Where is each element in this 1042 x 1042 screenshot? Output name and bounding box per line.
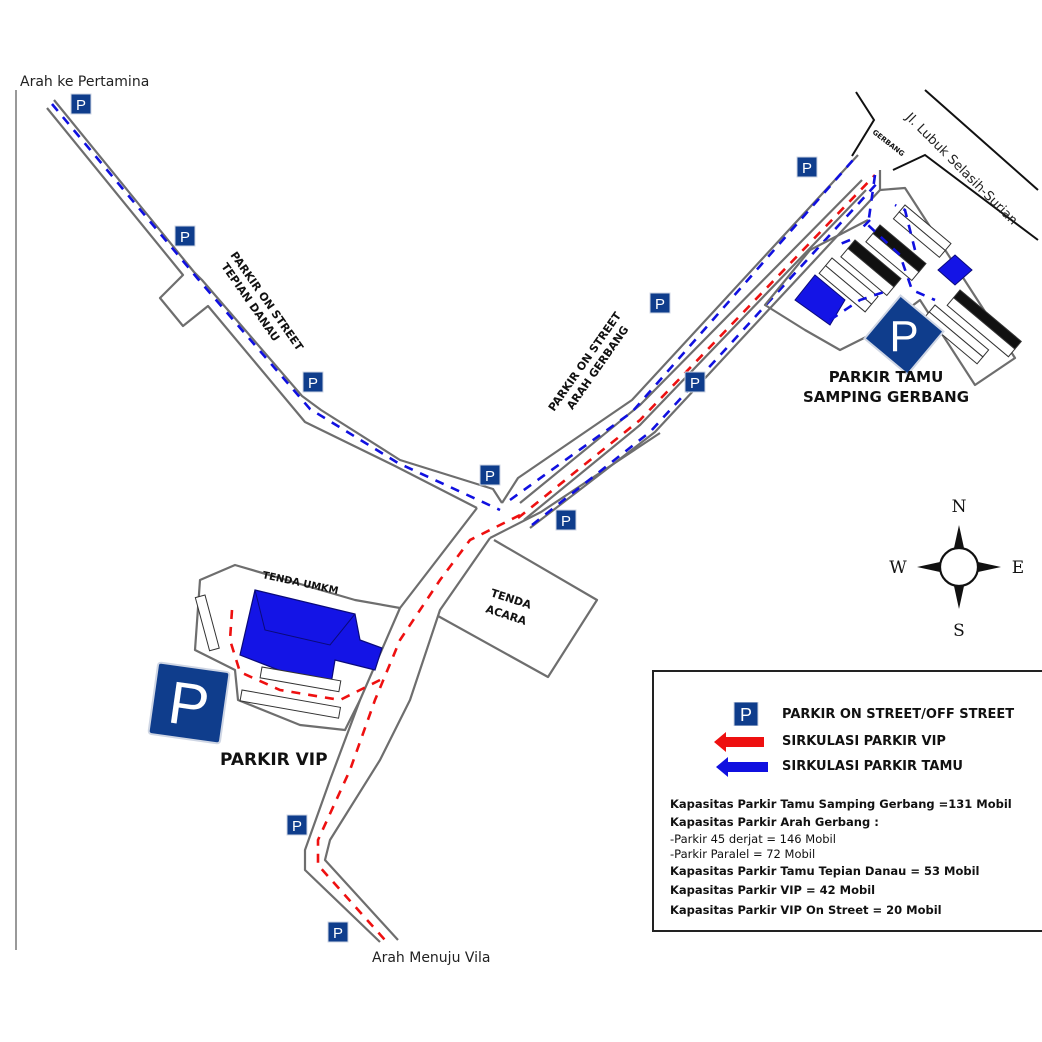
capacity-line: -Parkir 45 derjat = 146 Mobil	[670, 832, 836, 846]
compass-north: N	[952, 497, 967, 517]
svg-text:P: P	[655, 296, 665, 313]
building-icon	[794, 274, 846, 326]
onstreet-gate-label: PARKIR ON STREET ARAH GERBANG	[546, 309, 632, 413]
parking-sign-icon: P	[796, 156, 818, 178]
svg-text:PARKIR ON STREET: PARKIR ON STREET	[546, 309, 624, 413]
vip-parking-label: PARKIR VIP	[220, 750, 328, 770]
capacity-line: Kapasitas Parkir Tamu Tepian Danau = 53 …	[670, 864, 980, 878]
svg-text:P: P	[76, 97, 86, 114]
guest-route-gate-inner	[531, 179, 881, 527]
blue-arrow-icon	[716, 757, 768, 777]
vip-route-main	[316, 513, 521, 941]
parking-sign-icon: P	[302, 371, 324, 393]
road-tepian-danau	[46, 99, 503, 512]
parking-sign-icon: P	[174, 225, 196, 247]
compass-east: E	[1012, 558, 1024, 578]
legend-box: P PARKIR ON STREET/OFF STREET SIRKULASI …	[652, 670, 1042, 932]
svg-text:P: P	[889, 312, 918, 361]
vip-route-gate	[517, 174, 876, 520]
vip-stalls	[194, 594, 342, 719]
parking-sign-icon: P	[70, 93, 92, 115]
capacity-line: Kapasitas Parkir VIP = 42 Mobil	[670, 883, 876, 897]
umkm-tent-label: TENDA UMKM	[261, 570, 339, 597]
svg-text:P: P	[333, 925, 343, 942]
building-icon	[937, 254, 973, 286]
guest-parking-sign-icon: P	[863, 294, 945, 376]
svg-text:P: P	[485, 468, 495, 485]
svg-text:P: P	[740, 705, 752, 725]
onstreet-lake-label: PARKIR ON STREET TEPIAN DANAU	[218, 249, 306, 353]
parking-stalls	[818, 204, 1022, 365]
vip-parking-area: TENDA UMKM P PARKIR VIP	[147, 563, 401, 770]
legend-label: SIRKULASI PARKIR TAMU	[782, 759, 963, 774]
guest-parking-lot: P PARKIR TAMU SAMPING GERBANG	[763, 174, 1022, 406]
parking-sign-icon: P	[649, 292, 671, 314]
parking-sign-icon: P	[733, 702, 759, 726]
compass-west: W	[889, 558, 907, 578]
road-to-vila	[303, 507, 521, 943]
vip-route-lot	[228, 609, 381, 702]
gate-label: GERBANG	[871, 128, 906, 158]
capacity-line: Kapasitas Parkir Arah Gerbang :	[670, 815, 879, 829]
gate-area: GERBANG Jl. Lubuk Selasih-Surian	[851, 89, 1039, 241]
svg-text:P: P	[802, 160, 812, 177]
vip-parking-sign-icon: P	[147, 661, 231, 745]
svg-text:P: P	[690, 375, 700, 392]
umkm-tent-building	[239, 589, 383, 691]
legend-item-parking: P PARKIR ON STREET/OFF STREET	[654, 702, 1042, 726]
svg-text:P: P	[308, 375, 318, 392]
legend-item-vip-route: SIRKULASI PARKIR VIP	[654, 730, 1042, 754]
legend-item-guest-route: SIRKULASI PARKIR TAMU	[654, 755, 1042, 779]
legend-label: PARKIR ON STREET/OFF STREET	[782, 707, 1015, 722]
guest-route-lot	[837, 174, 936, 302]
parking-sign-icon: P	[684, 371, 706, 393]
parking-sign-icon: P	[479, 464, 501, 486]
guest-parking-label-line1: PARKIR TAMU	[829, 368, 944, 386]
red-arrow-icon	[714, 732, 764, 752]
guest-route-lake	[51, 103, 501, 512]
capacity-line: -Parkir Paralel = 72 Mobil	[670, 847, 816, 861]
parking-sign-icon: P	[555, 509, 577, 531]
parking-sign-icon: P	[327, 921, 349, 943]
direction-vila-label: Arah Menuju Vila	[372, 950, 491, 966]
direction-pertamina-label: Arah ke Pertamina	[20, 74, 149, 90]
compass-south: S	[953, 621, 965, 641]
compass-rose-icon: N S W E	[889, 497, 1024, 641]
svg-text:P: P	[292, 818, 302, 835]
svg-text:P: P	[180, 229, 190, 246]
event-tent: TENDA ACARA	[437, 539, 599, 679]
guest-parking-label-line2: SAMPING GERBANG	[803, 388, 969, 406]
legend-label: SIRKULASI PARKIR VIP	[782, 734, 946, 749]
svg-text:PARKIR ON STREET: PARKIR ON STREET	[228, 249, 306, 353]
road-arah-gerbang	[489, 154, 882, 539]
parking-sign-icon: P	[286, 814, 308, 836]
svg-text:P: P	[164, 669, 213, 741]
svg-text:P: P	[561, 513, 571, 530]
capacity-line: Kapasitas Parkir VIP On Street = 20 Mobi…	[670, 903, 942, 917]
capacity-line: Kapasitas Parkir Tamu Samping Gerbang =1…	[670, 797, 1012, 811]
